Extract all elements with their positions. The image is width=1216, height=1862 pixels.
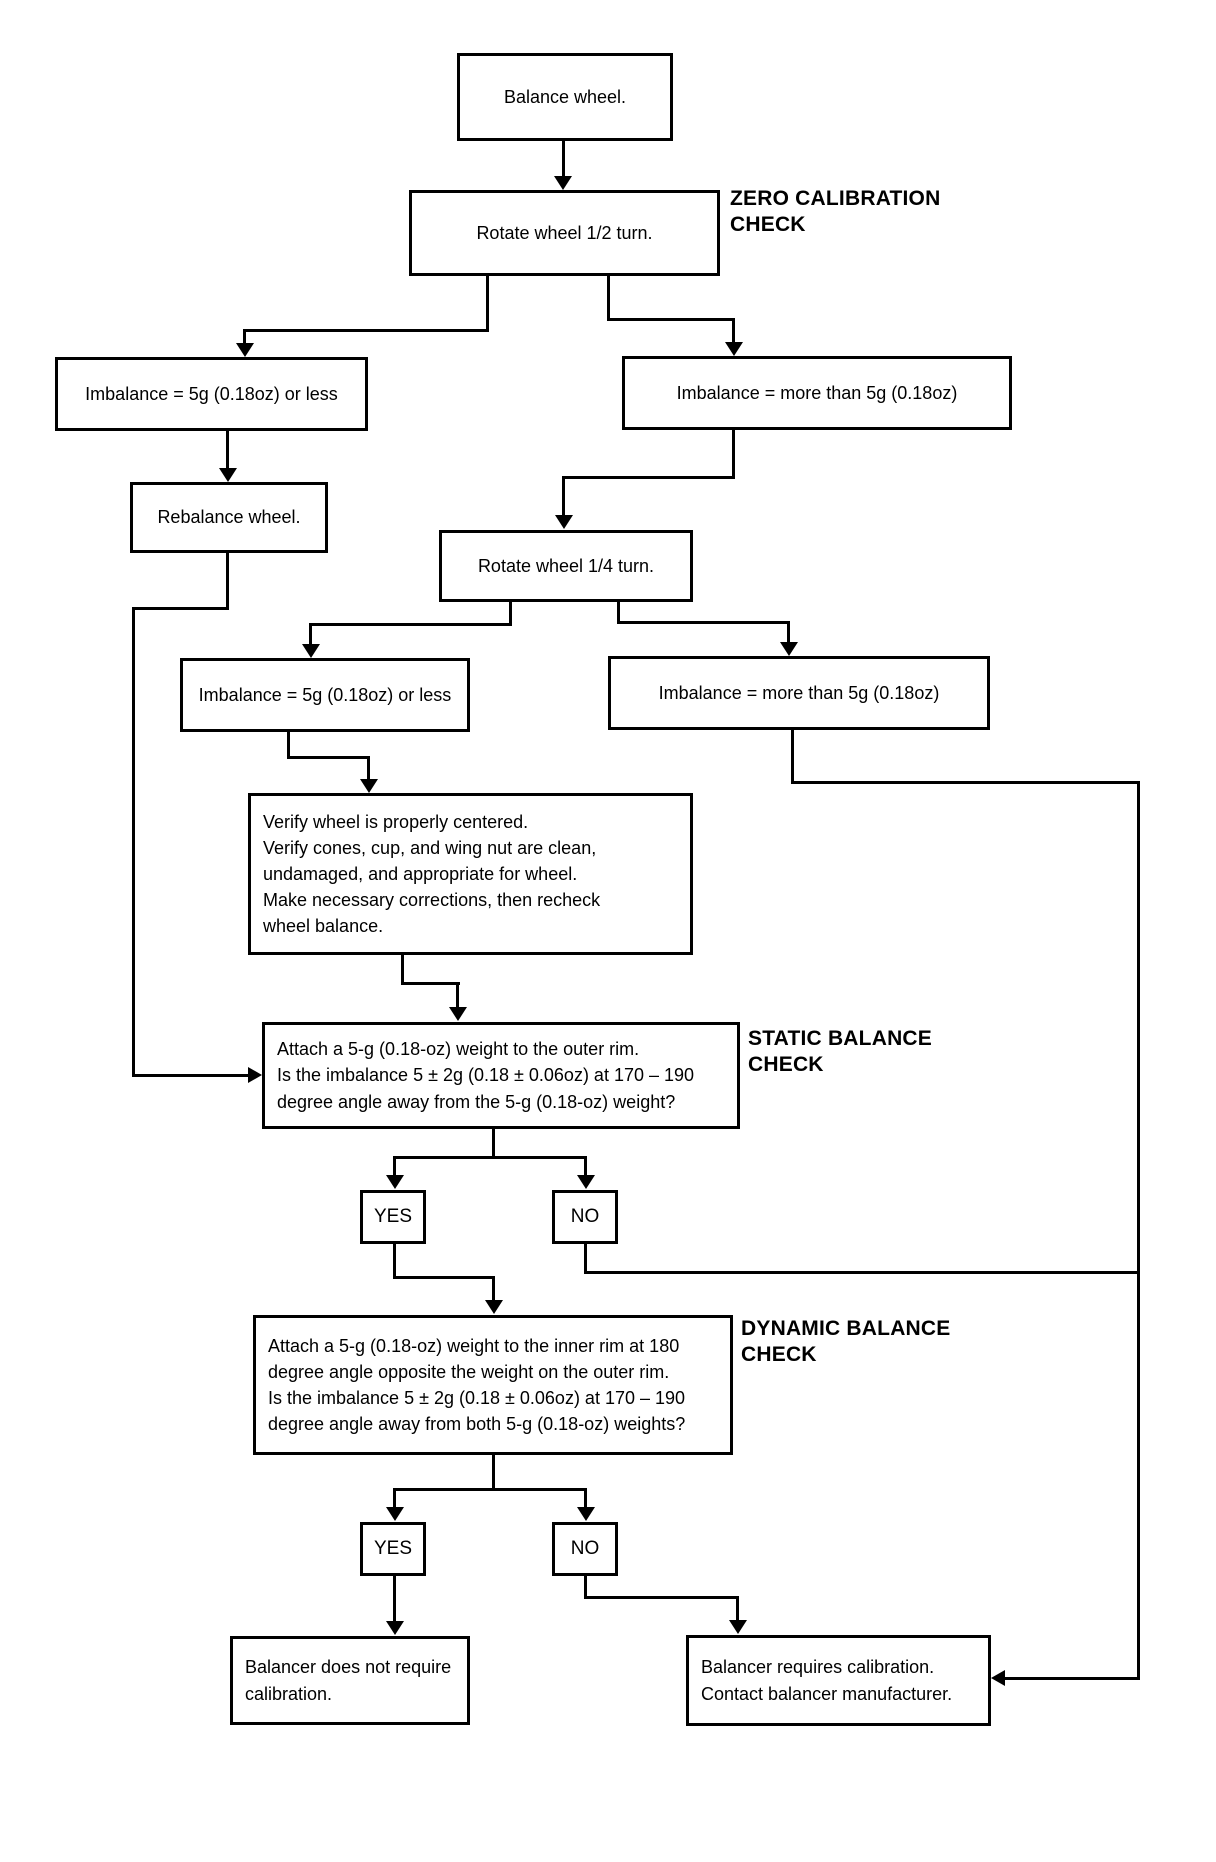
arrowhead-down [729,1620,747,1634]
flow-line [607,275,610,321]
arrowhead-right [248,1067,262,1083]
arrowhead-left [991,1670,1005,1686]
flow-line [243,329,489,332]
flow-line [617,601,620,624]
section-label-dynamic-balance-check: DYNAMIC BALANCE CHECK [741,1317,951,1367]
arrowhead-down [219,468,237,482]
flow-line [309,623,512,626]
arrowhead-down [302,644,320,658]
node-balancer-no-calibration: Balancer does not require calibration. [230,1636,470,1725]
flow-line [401,954,404,985]
node-verify-wheel-centered: Verify wheel is properly centered. Verif… [248,793,693,955]
arrowhead-down [236,343,254,357]
flow-line [584,1596,739,1599]
flow-line [132,607,229,610]
flow-line [226,552,229,609]
section-label-zero-calibration-check: ZERO CALIBRATION CHECK [730,187,941,237]
flow-line [287,731,290,759]
node-rotate-wheel-half-turn: Rotate wheel 1/2 turn. [409,190,720,276]
flow-line [562,476,735,479]
node-static-balance-question: Attach a 5-g (0.18-oz) weight to the out… [262,1022,740,1129]
flow-line [1004,1677,1140,1680]
flow-line [486,275,489,331]
flow-line [456,982,459,1009]
flow-line [492,1453,495,1491]
node-rotate-wheel-quarter-turn: Rotate wheel 1/4 turn. [439,530,693,602]
flow-line [393,1575,396,1623]
arrowhead-down [386,1507,404,1521]
flow-line [584,1156,587,1177]
flow-line [732,429,735,478]
arrowhead-down [780,642,798,656]
arrowhead-down [555,515,573,529]
flow-line [393,1156,396,1177]
flow-line [367,756,370,781]
node-rebalance-wheel: Rebalance wheel. [130,482,328,553]
node-no-static: NO [552,1190,618,1244]
flow-line [732,318,735,344]
node-yes-dynamic: YES [360,1522,426,1576]
flow-line [791,781,1140,784]
node-dynamic-balance-question: Attach a 5-g (0.18-oz) weight to the inn… [253,1315,733,1455]
section-label-static-balance-check: STATIC BALANCE CHECK [748,1027,933,1077]
flow-line [584,1488,587,1509]
node-imbalance-more-than-5g-1: Imbalance = more than 5g (0.18oz) [622,356,1012,430]
arrowhead-down [725,342,743,356]
flow-line [226,431,229,469]
flow-line [243,329,246,345]
flow-line [393,1243,396,1279]
flow-line [509,601,512,626]
arrowhead-down [386,1175,404,1189]
flow-line [132,607,135,1076]
flow-line [401,982,460,985]
flow-line [617,621,790,624]
flow-line [287,756,370,759]
flow-line [584,1575,587,1599]
node-yes-static: YES [360,1190,426,1244]
node-no-dynamic: NO [552,1522,618,1576]
flow-line [393,1488,396,1509]
flow-line [393,1156,587,1159]
arrowhead-down [577,1507,595,1521]
arrowhead-down [386,1621,404,1635]
flow-line [393,1276,495,1279]
node-imbalance-5g-or-less-2: Imbalance = 5g (0.18oz) or less [180,658,470,732]
node-imbalance-more-than-5g-2: Imbalance = more than 5g (0.18oz) [608,656,990,730]
node-imbalance-5g-or-less-1: Imbalance = 5g (0.18oz) or less [55,357,368,431]
arrowhead-down [554,176,572,190]
flow-line [584,1271,1140,1274]
flow-line [132,1074,248,1077]
flow-line [393,1488,587,1491]
arrowhead-down [485,1300,503,1314]
flow-line [736,1596,739,1622]
flow-line [562,141,565,177]
node-balance-wheel: Balance wheel. [457,53,673,141]
arrowhead-down [449,1007,467,1021]
flow-line [1137,781,1140,1679]
flow-line [492,1276,495,1302]
flow-line [607,318,735,321]
node-balancer-requires-calibration: Balancer requires calibration. Contact b… [686,1635,991,1726]
arrowhead-down [360,779,378,793]
flow-line [787,621,790,644]
flow-line [584,1243,587,1274]
flow-line [309,623,312,646]
flow-line [562,476,565,516]
flow-line [492,1128,495,1159]
flow-line [791,729,794,784]
arrowhead-down [577,1175,595,1189]
